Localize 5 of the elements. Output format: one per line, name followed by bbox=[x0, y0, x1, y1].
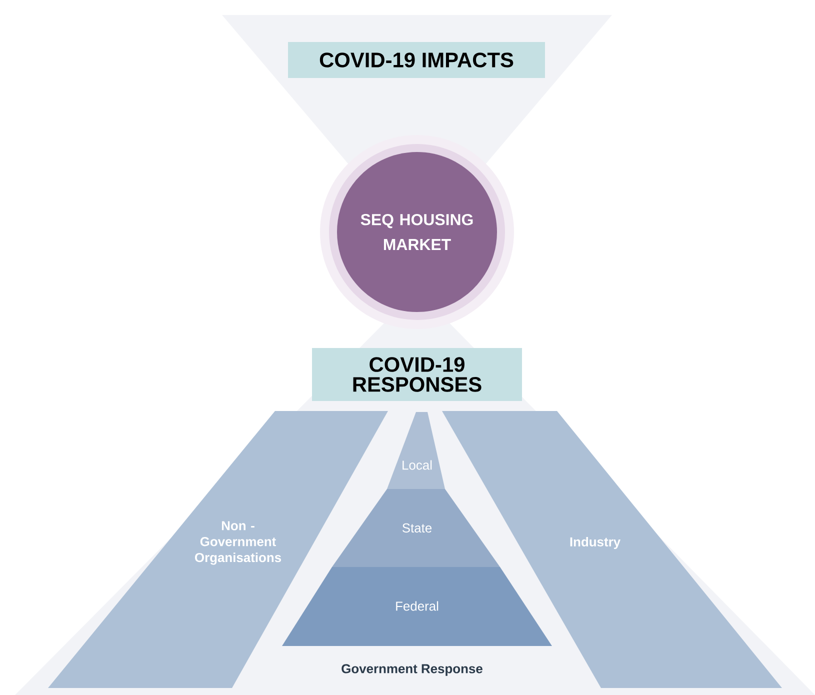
heading-box: COVID-19 RESPONSES bbox=[312, 348, 522, 401]
heading-box: COVID-19 IMPACTS bbox=[288, 42, 545, 78]
pyramid-band: State bbox=[332, 488, 500, 567]
pyramid-band: Local bbox=[387, 412, 445, 489]
pyramid-band: Federal bbox=[282, 566, 552, 646]
